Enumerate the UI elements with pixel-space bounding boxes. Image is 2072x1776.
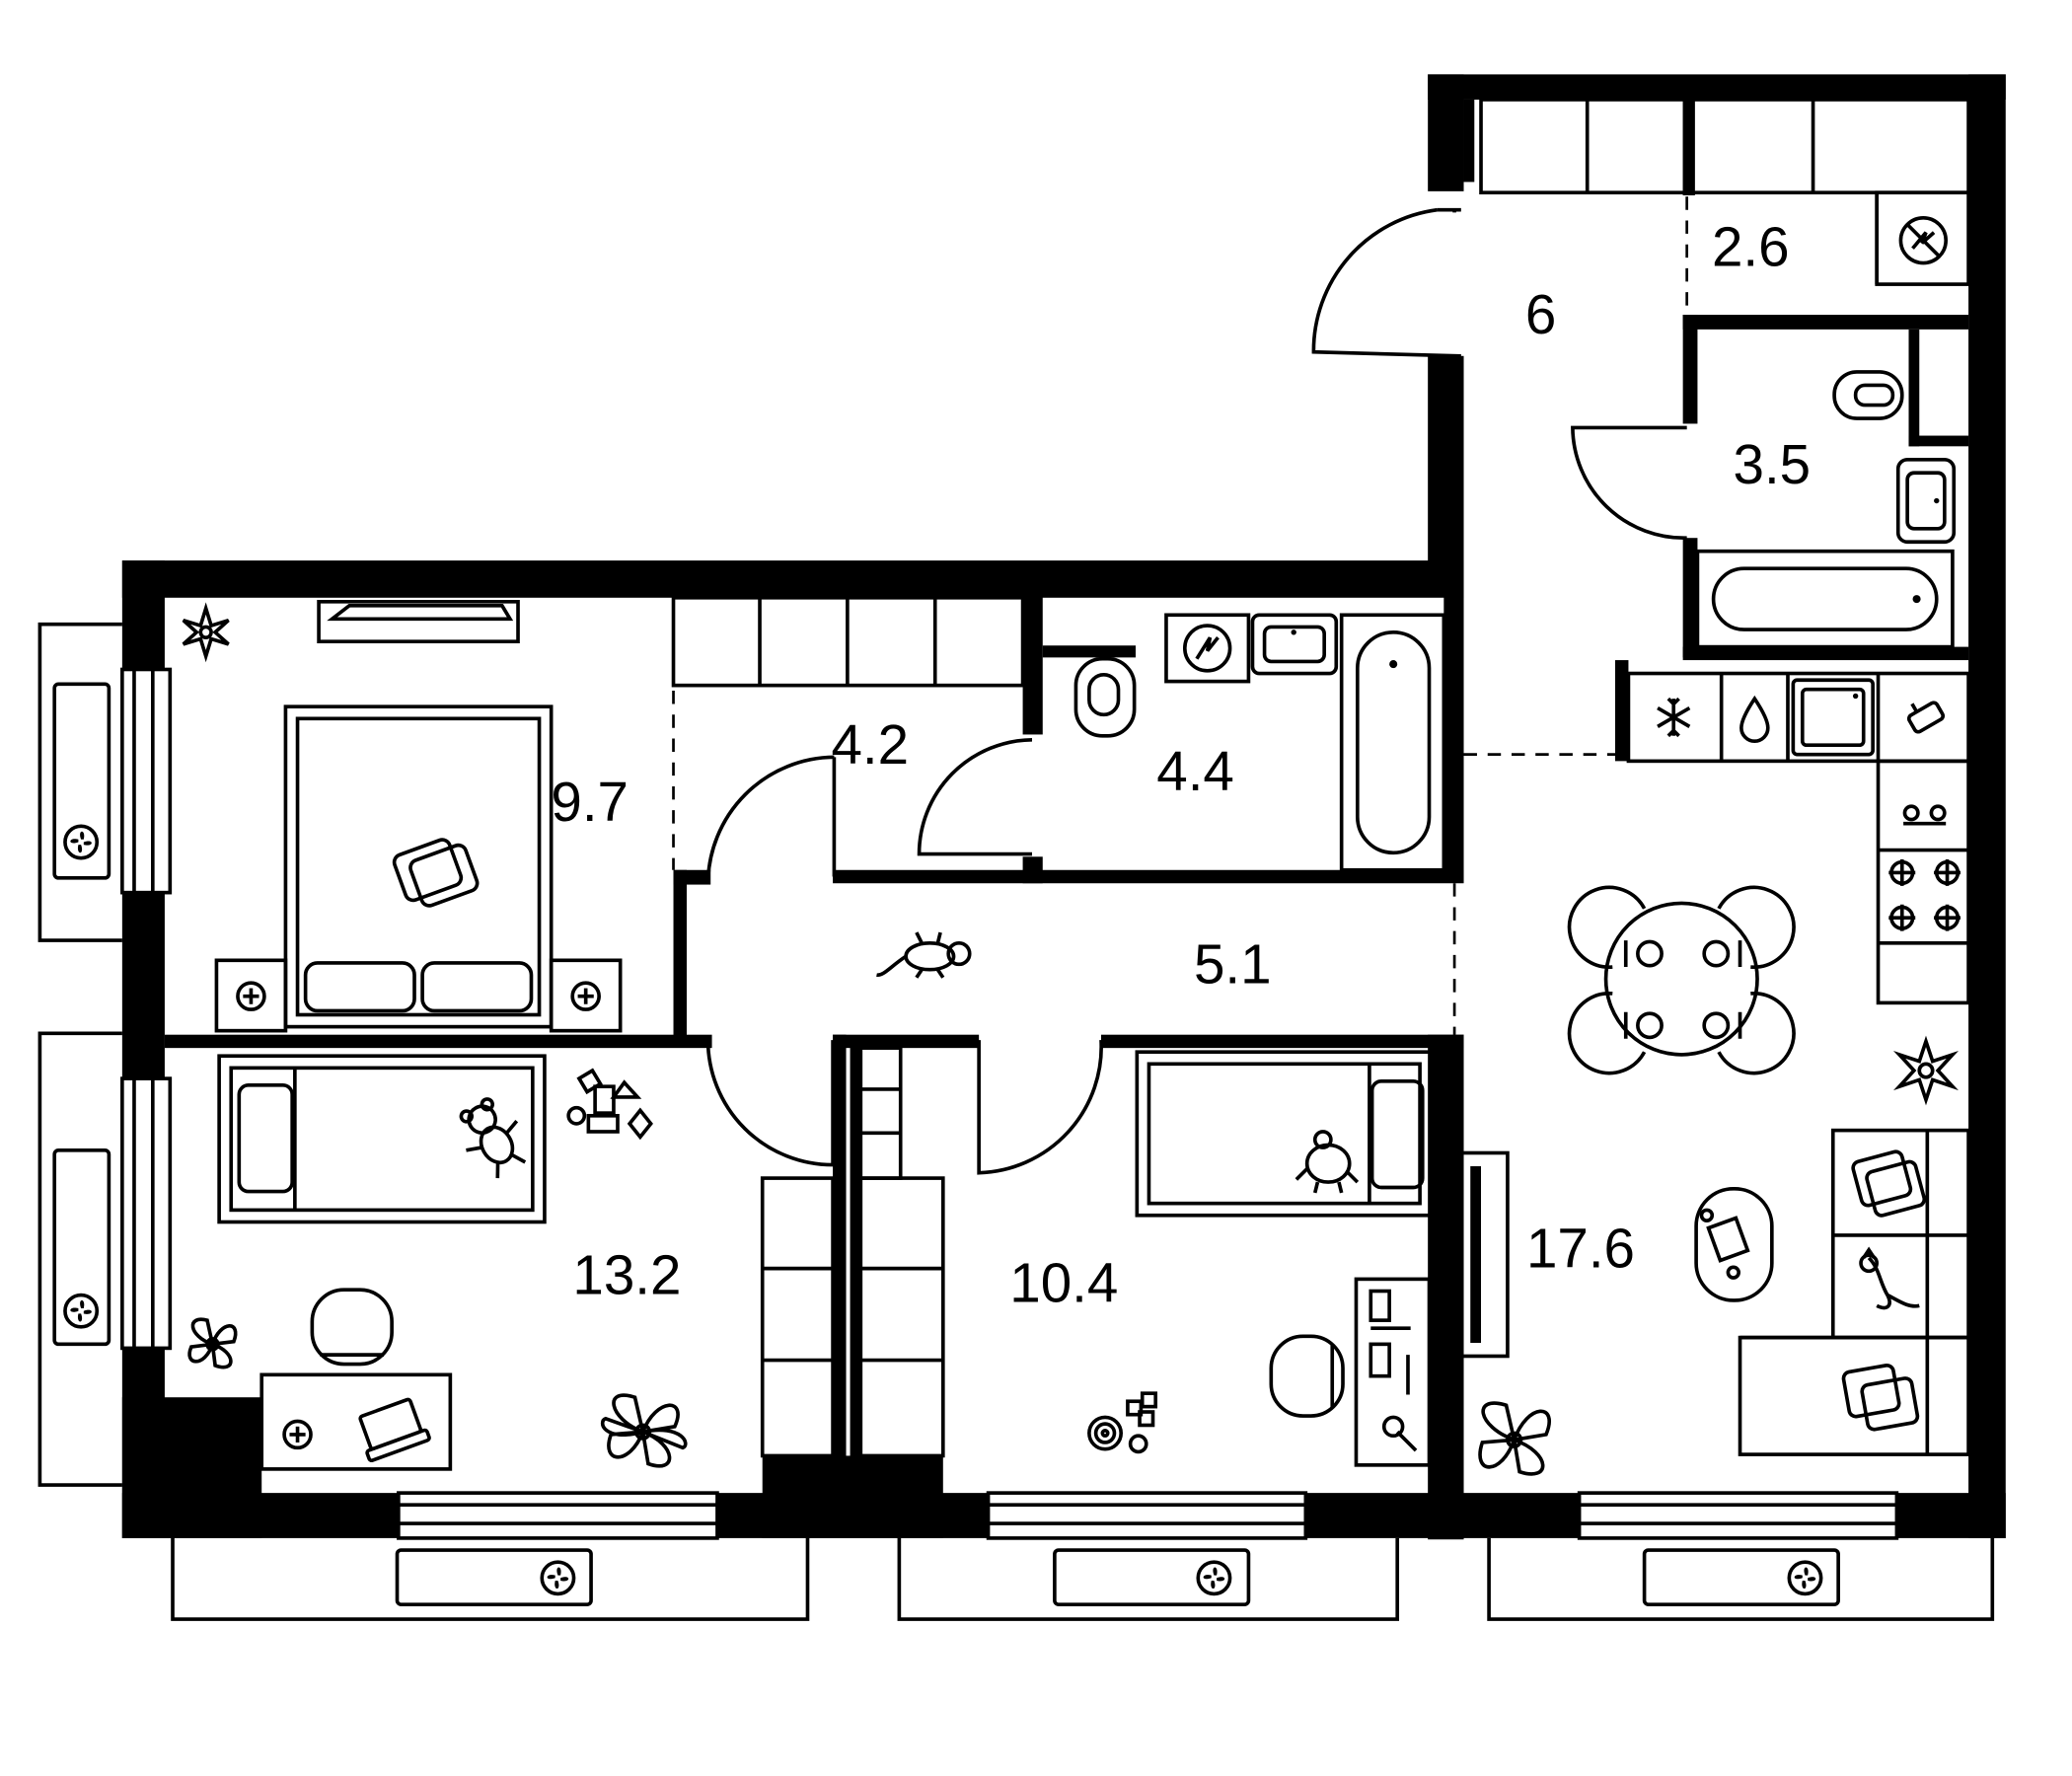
tv-icon [1459,1150,1510,1359]
room-area-hall: 6 [1525,283,1556,345]
washing-machine-icon [1164,613,1251,684]
chair-icon [310,1288,394,1367]
closet-wardrobe [671,595,1025,688]
kitchen-sink-icon [1791,678,1875,757]
room-area-bath-lower: 4.4 [1156,740,1234,802]
fan-icon [1196,1560,1232,1596]
fan-icon [540,1560,576,1596]
cat-icon [876,931,972,979]
window-bottom-1 [397,1491,719,1540]
area-labels: 6 2.6 3.5 9.7 4.2 4.4 5.1 13.2 10.4 17.6 [551,215,1811,1313]
plant-icon [182,602,230,663]
coffee-table-icon [1694,1187,1774,1302]
door-bath-lower [917,738,1033,856]
toy-rings-icon [1087,1391,1158,1454]
toilet-icon [1832,370,1904,420]
coffee-icon [1902,804,1947,826]
sink-icon [1895,457,1957,545]
room-area-bedroom: 9.7 [551,771,629,833]
nightstand-lamp-icon [214,958,288,1033]
window-bottom-3 [1577,1491,1899,1540]
window-bottom-2 [986,1491,1308,1540]
electrical-panel-icon [1898,215,1949,265]
stove-icon [1888,858,1961,931]
kitchen-counter [1626,671,1970,1005]
room-area-corridor: 5.1 [1194,932,1272,995]
bathtub-icon [1339,613,1446,872]
plant-icon [1478,1401,1551,1476]
fridge-icon [1657,697,1691,738]
toy-blocks-icon [566,1068,653,1141]
room-area-storage: 2.6 [1712,215,1790,277]
door-kids-left [705,1040,835,1167]
zone-lines [672,196,1689,1035]
plant-icon [1892,1035,1959,1106]
toy-dinosaur-icon [1295,1130,1360,1194]
window-left-upper [120,667,173,895]
toilet-icon [1073,656,1137,738]
plant-icon [600,1393,688,1468]
desk-icon [259,1372,453,1471]
walls [121,74,2006,1540]
windows [37,622,1995,1621]
room-area-kids-right: 10.4 [1009,1251,1118,1313]
cat-icon [1859,1246,1920,1310]
shelving-unit [760,1176,835,1458]
door-kids-right [977,1039,1103,1175]
single-bed-icon [217,1054,547,1224]
laptop-icon [358,1397,431,1463]
fan-icon [1787,1560,1823,1596]
tv-console-icon [317,600,520,644]
chair-icon [1269,1334,1345,1418]
door-closet [705,755,837,884]
room-area-kids-left: 13.2 [572,1243,681,1305]
bathtub-icon [1695,549,1955,649]
water-drop-icon [1739,695,1770,743]
double-bed-icon [283,704,554,1029]
shelving-unit [858,1046,945,1458]
doors [705,207,1687,1175]
door-bath-upper [1571,425,1687,541]
dining-table-icon [1603,901,1759,1057]
fan-icon [63,824,100,860]
single-bed-icon [1135,1050,1435,1218]
sink-icon [1250,613,1339,676]
kettle-icon [1906,701,1946,734]
dining-chair-icon [1567,885,1796,1075]
room-area-closet: 4.2 [831,713,909,776]
room-area-kitchen-living: 17.6 [1526,1217,1635,1279]
teddy-bear-icon [459,1097,527,1179]
sofa-icon [1738,1128,1970,1456]
nightstand-lamp-icon [549,958,623,1033]
plant-icon [187,1317,238,1369]
entrance-door [1311,207,1461,358]
hall-wardrobe [1479,98,1970,286]
window-left-lower [120,1076,173,1351]
desk-icon [1354,1277,1432,1467]
room-area-bath-upper: 3.5 [1734,433,1812,495]
fan-icon [63,1293,100,1329]
